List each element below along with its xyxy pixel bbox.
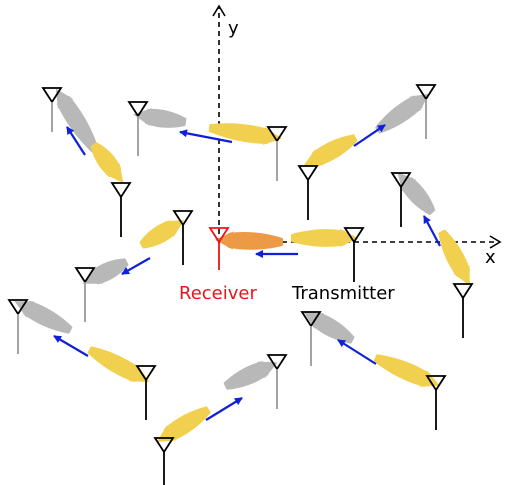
beam-gray-7 bbox=[14, 300, 73, 334]
antenna-icon-4 bbox=[266, 126, 288, 181]
antenna-icon-11 bbox=[7, 299, 29, 354]
beam-gray-5 bbox=[82, 258, 129, 285]
antenna-icon-13 bbox=[266, 354, 288, 409]
beam-gray-2 bbox=[133, 108, 187, 128]
x-axis-label: x bbox=[485, 247, 496, 268]
antenna-icon-1 bbox=[41, 87, 63, 132]
antenna-icon-15 bbox=[300, 311, 322, 366]
beam-gray-3 bbox=[375, 93, 430, 134]
direction-arrow-1 bbox=[66, 126, 86, 156]
antenna-nodes bbox=[7, 84, 474, 485]
beam-yellow-1 bbox=[90, 142, 124, 184]
beam-yellow-8 bbox=[156, 406, 211, 443]
receiver-antenna-icon bbox=[208, 227, 230, 270]
transmitter-antenna-icon bbox=[343, 227, 365, 282]
antenna-icon-6 bbox=[297, 165, 319, 220]
beam-gray-1 bbox=[55, 88, 99, 153]
receiver-label: Receiver bbox=[179, 283, 257, 304]
antenna-icon-14 bbox=[153, 437, 175, 485]
antenna-icon-16 bbox=[425, 375, 447, 430]
antenna-icon-7 bbox=[390, 172, 412, 227]
antenna-icon-10 bbox=[74, 267, 96, 322]
antenna-icon-5 bbox=[415, 84, 437, 139]
beam-orange-receiver bbox=[215, 231, 284, 250]
transmitter-label: Transmitter bbox=[291, 283, 395, 304]
antenna-icon-2 bbox=[110, 182, 132, 237]
beam-gray-8 bbox=[223, 361, 278, 390]
y-axis-label: y bbox=[228, 18, 239, 39]
beam-yellow-7 bbox=[87, 346, 150, 383]
antenna-icon-12 bbox=[135, 365, 157, 420]
beam-yellow-6 bbox=[291, 229, 358, 247]
beam-yellow-4 bbox=[438, 229, 471, 286]
antenna-icon-3 bbox=[127, 101, 149, 156]
direction-arrow-8 bbox=[205, 397, 243, 421]
beam-yellow-5 bbox=[139, 219, 185, 249]
antenna-icon-8 bbox=[452, 283, 474, 338]
direction-arrow-9 bbox=[337, 339, 377, 365]
direction-arrow-5 bbox=[121, 257, 151, 275]
beam-yellow-3 bbox=[303, 134, 358, 166]
beam-gray-4 bbox=[397, 171, 436, 215]
direction-arrow-7 bbox=[53, 335, 89, 357]
antenna-icon-9 bbox=[172, 210, 194, 265]
direction-arrow-4 bbox=[423, 215, 441, 247]
beam-links bbox=[14, 88, 471, 443]
direction-arrow-3 bbox=[353, 124, 386, 147]
direction-arrow-2 bbox=[179, 129, 233, 144]
